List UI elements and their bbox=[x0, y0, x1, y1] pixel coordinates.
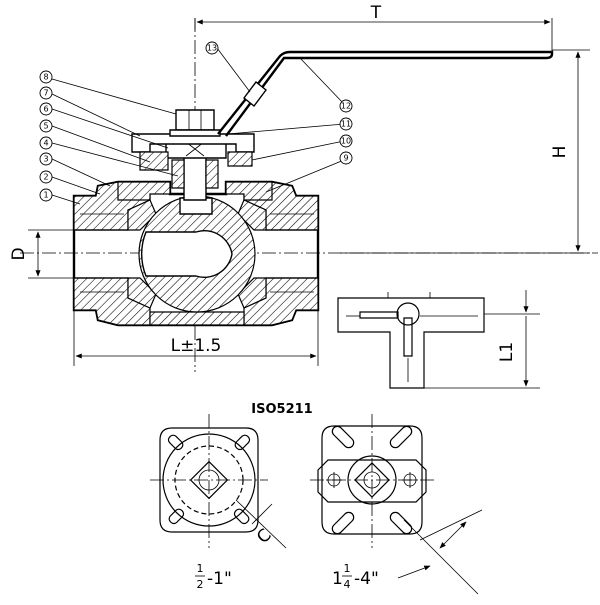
flange-view-large: 1 1 4 -4" bbox=[310, 414, 483, 595]
ball-port-cavity bbox=[140, 230, 233, 278]
dimension-l-label: L±1.5 bbox=[171, 336, 222, 356]
callout-11: 11 bbox=[339, 117, 353, 131]
stem-packing-right bbox=[205, 159, 219, 189]
handle-sleeve bbox=[243, 81, 267, 107]
callout-4: 4 bbox=[39, 136, 53, 150]
svg-text:9: 9 bbox=[343, 154, 348, 163]
dimension-l1-label: L1 bbox=[497, 342, 517, 362]
svg-text:1: 1 bbox=[344, 562, 351, 575]
handle-plate bbox=[131, 133, 255, 153]
svg-text:-4": -4" bbox=[354, 569, 379, 589]
svg-text:5: 5 bbox=[43, 122, 48, 131]
svg-text:2: 2 bbox=[43, 173, 48, 182]
callout-8: 8 bbox=[39, 70, 53, 84]
body-top-wall bbox=[117, 181, 171, 201]
iso5211-label: ISO5211 bbox=[251, 402, 312, 417]
body-bottom-wall bbox=[149, 311, 245, 326]
dimension-d-label: D bbox=[9, 247, 29, 260]
bolt-slots-large bbox=[331, 425, 413, 535]
callout-3: 3 bbox=[39, 152, 53, 166]
svg-text:12: 12 bbox=[341, 102, 351, 111]
bolt-crosshairs bbox=[326, 472, 418, 488]
dimension-t-label: T bbox=[370, 3, 382, 23]
bolt-slots-small bbox=[167, 434, 251, 525]
dimension-c-label: C bbox=[253, 525, 276, 548]
svg-text:13: 13 bbox=[207, 44, 217, 53]
dimension-d: D bbox=[9, 229, 74, 279]
flange-view-small: C 1 2 -1" bbox=[150, 414, 287, 591]
stop-plate-left bbox=[139, 151, 169, 171]
svg-text:4: 4 bbox=[344, 578, 351, 591]
svg-text:2: 2 bbox=[197, 578, 204, 591]
top-washer bbox=[169, 129, 221, 137]
thread-lines bbox=[80, 213, 314, 293]
svg-text:11: 11 bbox=[341, 120, 351, 129]
stem-packing bbox=[171, 159, 185, 189]
size-range-small: 1 2 -1" bbox=[195, 562, 232, 591]
callout-12: 12 bbox=[339, 99, 353, 113]
callout-1: 1 bbox=[39, 188, 53, 202]
lever-handle bbox=[217, 50, 554, 137]
svg-text:3: 3 bbox=[43, 155, 48, 164]
t-port-schematic: L1 bbox=[337, 290, 540, 389]
svg-text:10: 10 bbox=[341, 137, 351, 146]
callout-9: 9 bbox=[339, 151, 353, 165]
size-range-large: 1 1 4 -4" bbox=[332, 562, 379, 591]
callout-10: 10 bbox=[339, 134, 353, 148]
svg-text:6: 6 bbox=[43, 105, 48, 114]
top-nut bbox=[175, 109, 215, 131]
right-seat-bottom bbox=[237, 277, 267, 309]
dimension-h-label: H bbox=[550, 146, 570, 159]
dimension-h: H bbox=[340, 49, 590, 254]
dimension-l: L±1.5 bbox=[73, 310, 319, 366]
svg-text:1: 1 bbox=[197, 562, 204, 575]
callout-7: 7 bbox=[39, 86, 53, 100]
left-seat-bottom bbox=[127, 277, 157, 309]
svg-text:7: 7 bbox=[43, 89, 48, 98]
main-section-view bbox=[20, 18, 598, 372]
callout-5: 5 bbox=[39, 119, 53, 133]
svg-text:4: 4 bbox=[43, 139, 48, 148]
svg-text:8: 8 bbox=[43, 73, 48, 82]
callout-13: 13 bbox=[205, 41, 219, 55]
callout-6: 6 bbox=[39, 102, 53, 116]
callout-leaders bbox=[51, 47, 345, 205]
body-top-wall-right bbox=[225, 181, 273, 201]
dimension-t: T bbox=[194, 3, 553, 52]
svg-text:1: 1 bbox=[332, 569, 343, 589]
callout-2: 2 bbox=[39, 170, 53, 184]
stop-plate-right bbox=[227, 151, 253, 167]
svg-text:1: 1 bbox=[43, 191, 48, 200]
svg-text:-1": -1" bbox=[207, 569, 232, 589]
